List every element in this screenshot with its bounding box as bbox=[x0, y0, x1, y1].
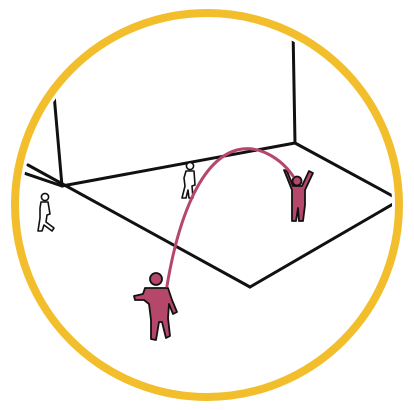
background-disc bbox=[22, 20, 392, 390]
right-wall-edge bbox=[293, 28, 295, 143]
